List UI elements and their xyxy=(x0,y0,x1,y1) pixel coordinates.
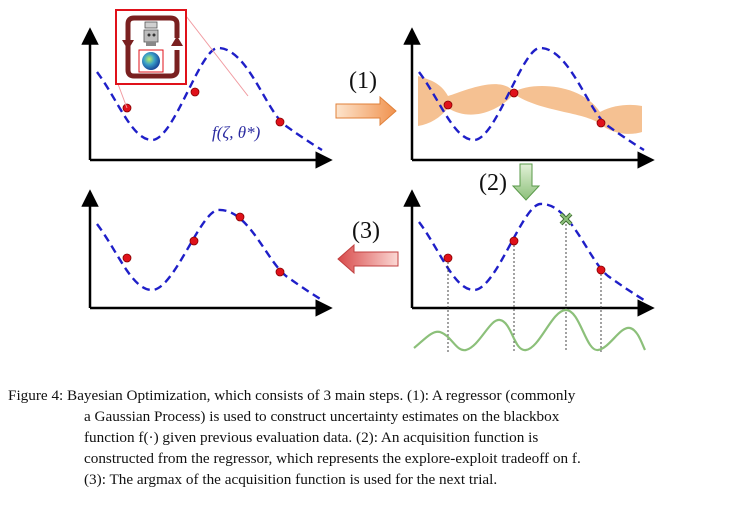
step-3-label: (3) xyxy=(352,218,380,244)
eval-point xyxy=(275,117,285,127)
step-1-arrow: (1) xyxy=(335,68,397,127)
robot-icon xyxy=(143,21,159,46)
caption-line: function f(·) given previous evaluation … xyxy=(84,429,539,446)
caption-line: a Gaussian Process) is used to construct… xyxy=(84,408,560,425)
bayesian-optimization-diagram: f(ζ, θ*) (1) xyxy=(81,9,655,352)
panel-bottom-right xyxy=(403,189,655,352)
eval-point xyxy=(189,236,199,246)
argmax-marker xyxy=(559,212,573,226)
eval-point xyxy=(596,118,606,128)
caption-line: constructed from the regressor, which re… xyxy=(84,450,581,467)
cycle-arrows-icon xyxy=(125,15,180,79)
function-label: f(ζ, θ*) xyxy=(212,123,261,142)
panel-top-right xyxy=(403,27,655,169)
caption-line: Figure 4: Bayesian Optimization, which c… xyxy=(8,387,576,404)
eval-point xyxy=(509,236,519,246)
dashed-objective-curve xyxy=(418,46,645,152)
eval-point xyxy=(235,212,245,222)
panel-bottom-left xyxy=(81,189,333,317)
eval-point xyxy=(275,267,285,277)
step-2-label: (2) xyxy=(479,170,507,196)
dashed-objective-curve xyxy=(96,46,323,152)
eval-point xyxy=(443,253,453,263)
eval-point xyxy=(190,87,200,97)
step-2-arrow: (2) xyxy=(479,163,541,201)
eval-point xyxy=(509,88,519,98)
dashed-objective-curve xyxy=(96,208,323,302)
uncertainty-band xyxy=(418,76,642,134)
step-1-label: (1) xyxy=(349,68,377,94)
inset-callout-line xyxy=(117,83,128,109)
acquisition-curve xyxy=(413,308,646,352)
dashed-objective-curve xyxy=(418,202,645,302)
eval-point xyxy=(596,265,606,275)
figure-caption: Figure 4: Bayesian Optimization, which c… xyxy=(8,385,732,490)
inset-box xyxy=(115,9,187,85)
eval-point xyxy=(443,100,453,110)
globe-icon xyxy=(138,49,164,73)
inset-callout-line xyxy=(185,15,249,97)
caption-line: (3): The argmax of the acquisition funct… xyxy=(84,471,498,488)
eval-point xyxy=(122,253,132,263)
step-3-arrow: (3) xyxy=(337,218,399,275)
panel-top-left: f(ζ, θ*) xyxy=(81,9,333,169)
